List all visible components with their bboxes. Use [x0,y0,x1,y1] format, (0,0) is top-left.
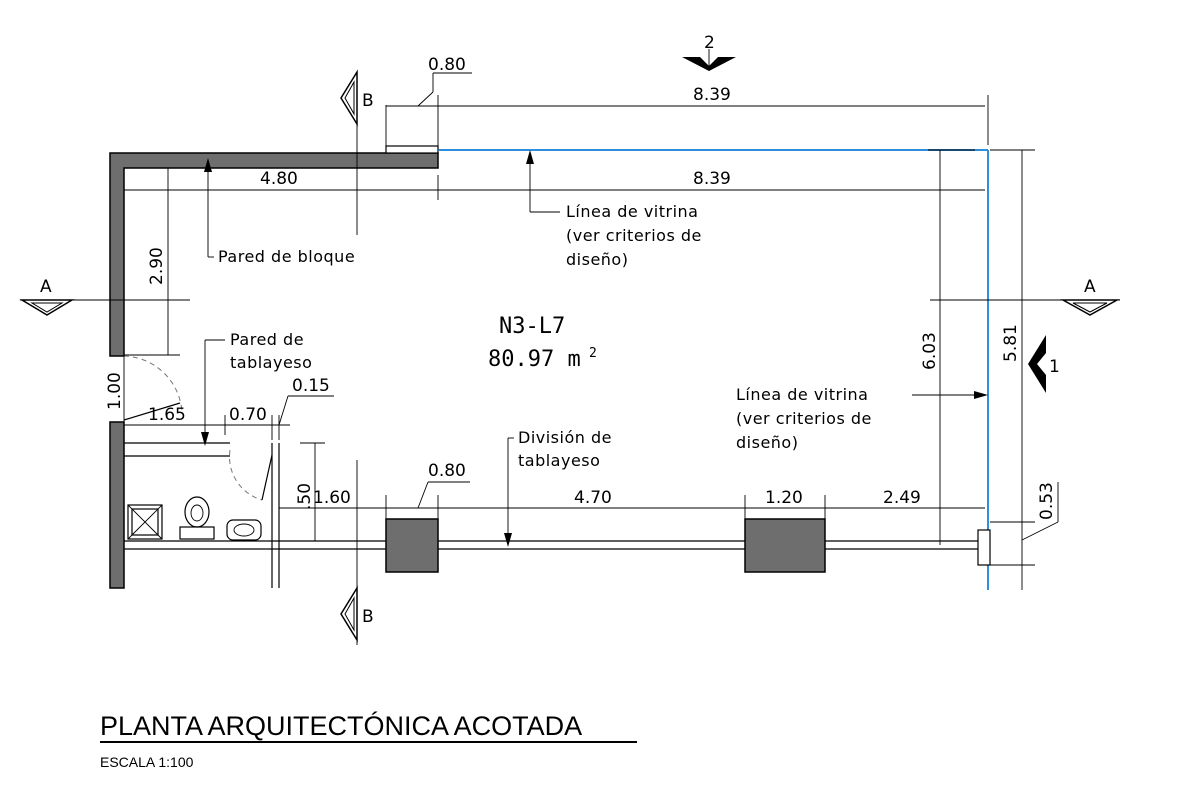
dim-row-restroom: 1.65 0.70 0.15 [124,376,334,440]
drawing-scale: ESCALA 1:100 [100,754,194,770]
elevation-number: 2 [704,33,715,53]
dim-bottom-row: 1.60 0.80 4.70 1.20 2.49 [279,461,985,520]
dim-label: 1.60 [313,488,351,508]
dim-vert-050: .50 [295,442,325,541]
dim-label: 0.15 [292,376,330,396]
elevation-mark-2: 2 [682,33,736,71]
space-code: N3-L7 [499,314,565,339]
dim-label: 1.00 [105,372,125,410]
dim-label: 0.53 [1037,482,1057,520]
note-text: Pared de bloque [218,247,355,266]
section-letter: B [362,607,374,627]
note-text: (ver criterios de [736,409,872,428]
column-right [744,518,826,573]
door-swings [123,355,273,501]
section-letter: B [362,91,374,111]
column-left [385,518,439,573]
title-block: PLANTA ARQUITECTÓNICA ACOTADA ESCALA 1:1… [100,710,637,770]
note-vitrina-2: Línea de vitrina (ver criterios de diseñ… [736,385,988,452]
elevation-mark-1: 1 [1028,335,1060,393]
drawing-title: PLANTA ARQUITECTÓNICA ACOTADA [100,710,582,741]
dim-vert-053: 0.53 [990,482,1059,566]
dim-vert-290: 2.90 [124,168,180,356]
restroom-fixtures [127,496,262,541]
note-vitrina-1: Línea de vitrina (ver criterios de diseñ… [526,150,702,269]
dim-vert-603: 6.03 [920,149,975,545]
dim-inner-row: 4.80 8.39 [124,169,985,200]
dim-vert-100: 1.00 [105,355,125,422]
section-mark-b-bottom: B [340,585,374,643]
dim-label: 2.49 [883,488,921,508]
note-text: tablayeso [230,353,312,372]
dim-label: 5.81 [1001,324,1021,362]
vitrina-lines [438,149,989,590]
dim-label: 1.20 [765,488,803,508]
dim-label: 2.90 [147,247,167,285]
dim-label: 1.65 [148,405,186,425]
section-mark-a-right: A [1060,277,1120,316]
dim-label: 8.39 [693,85,731,105]
section-mark-b-top: B [340,69,374,127]
dim-label: 4.70 [574,488,612,508]
division-wall [124,529,991,566]
space-area-exponent: 2 [589,346,597,361]
dim-label: 0.70 [229,405,267,425]
note-text: Línea de vitrina [566,202,698,221]
space-area: 80.97 m [488,347,581,372]
note-pared-tablayeso: Pared de tablayeso [201,330,312,446]
note-text: diseño) [566,250,628,269]
restroom-partition [124,442,280,588]
elevation-number: 1 [1049,357,1060,377]
note-pared-bloque: Pared de bloque [204,158,355,266]
note-text: Pared de [230,330,304,349]
space-label: N3-L7 80.97 m 2 [488,314,597,372]
dim-label: .50 [295,483,315,510]
section-letter: A [1084,277,1096,297]
top-wall-stub [385,145,439,154]
section-mark-a-left: A [19,277,75,316]
dim-vert-581: 5.81 [990,149,1035,590]
note-division: División de tablayeso [504,428,612,547]
note-text: diseño) [736,433,798,452]
note-text: (ver criterios de [566,226,702,245]
dim-label: 4.80 [260,169,298,189]
dim-label: 0.80 [428,55,466,75]
dim-top-839: 8.39 [438,85,989,145]
note-text: División de [518,428,612,447]
note-text: tablayeso [518,451,600,470]
dim-label: 6.03 [920,332,940,370]
note-text: Línea de vitrina [736,385,868,404]
dim-label: 8.39 [693,169,731,189]
dim-label: 0.80 [428,461,466,481]
dim-top-080: 0.80 [385,55,472,150]
section-letter: A [40,277,52,297]
